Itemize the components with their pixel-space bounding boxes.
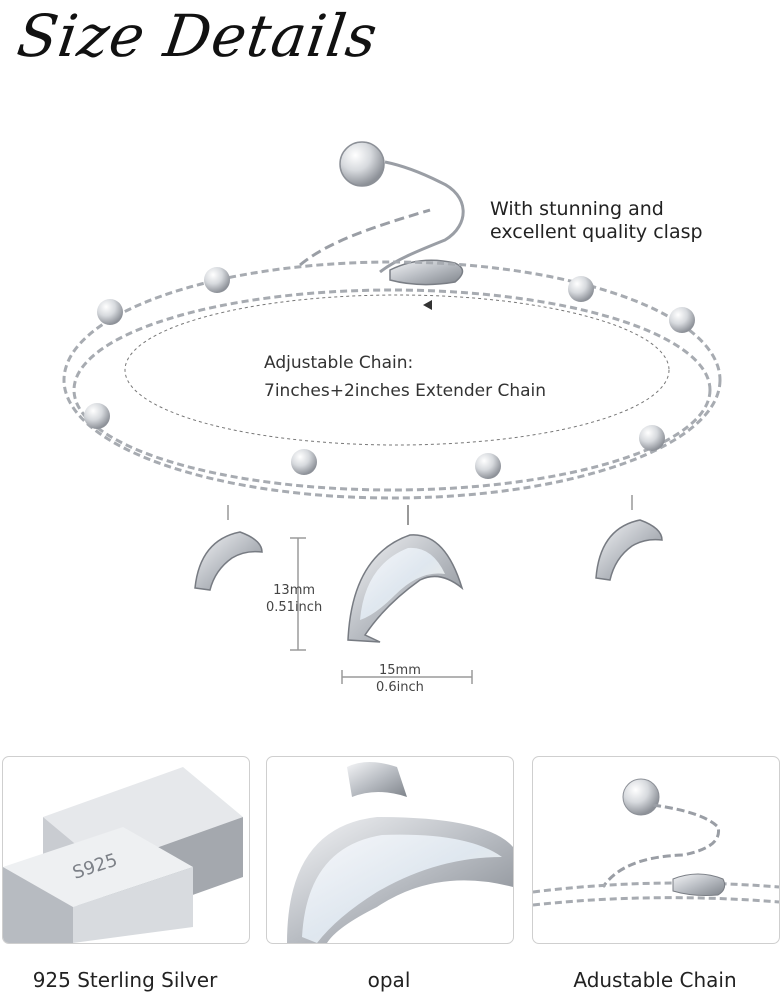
lobster-clasp	[389, 259, 464, 286]
caption-opal: opal	[367, 968, 411, 992]
chain-label-line-1: Adjustable Chain:	[264, 353, 414, 373]
chain-tag	[339, 141, 385, 187]
page-title: Size Details	[13, 2, 382, 70]
height-inch: 0.51inch	[266, 600, 323, 615]
height-measurement: 13mm 0.51inch	[266, 582, 322, 616]
chain-label-line-2: 7inches+2inches Extender Chain	[264, 381, 547, 401]
height-mm: 13mm	[273, 583, 316, 598]
width-dimension	[341, 670, 473, 684]
opal-dolphin-charm	[347, 505, 464, 643]
dolphin-charm-left	[194, 505, 263, 591]
width-mm: 15mm	[379, 663, 421, 678]
width-inch: 0.6inch	[376, 680, 424, 695]
width-measurement: 15mm 0.6inch	[376, 662, 424, 696]
thumbnail-opal	[266, 756, 514, 944]
adjustable-guide	[124, 294, 670, 446]
clasp-line-2: excellent quality clasp	[490, 221, 703, 243]
extender-chain	[299, 160, 465, 274]
chain-length-label: Adjustable Chain: 7inches+2inches Extend…	[264, 349, 546, 405]
caption-chain: Adustable Chain	[573, 968, 737, 992]
bracelet-chains	[62, 260, 722, 500]
thumbnail-chain	[532, 756, 780, 944]
clasp-line-1: With stunning and	[490, 198, 664, 220]
thumbnail-silver: S925	[2, 756, 250, 944]
bracelet-illustration	[62, 141, 722, 684]
chain-beads	[84, 267, 695, 479]
dolphin-charm-right	[595, 495, 663, 581]
clasp-description: With stunning and excellent quality clas…	[490, 198, 703, 244]
height-dimension	[290, 537, 306, 651]
caption-silver: 925 Sterling Silver	[32, 968, 218, 992]
